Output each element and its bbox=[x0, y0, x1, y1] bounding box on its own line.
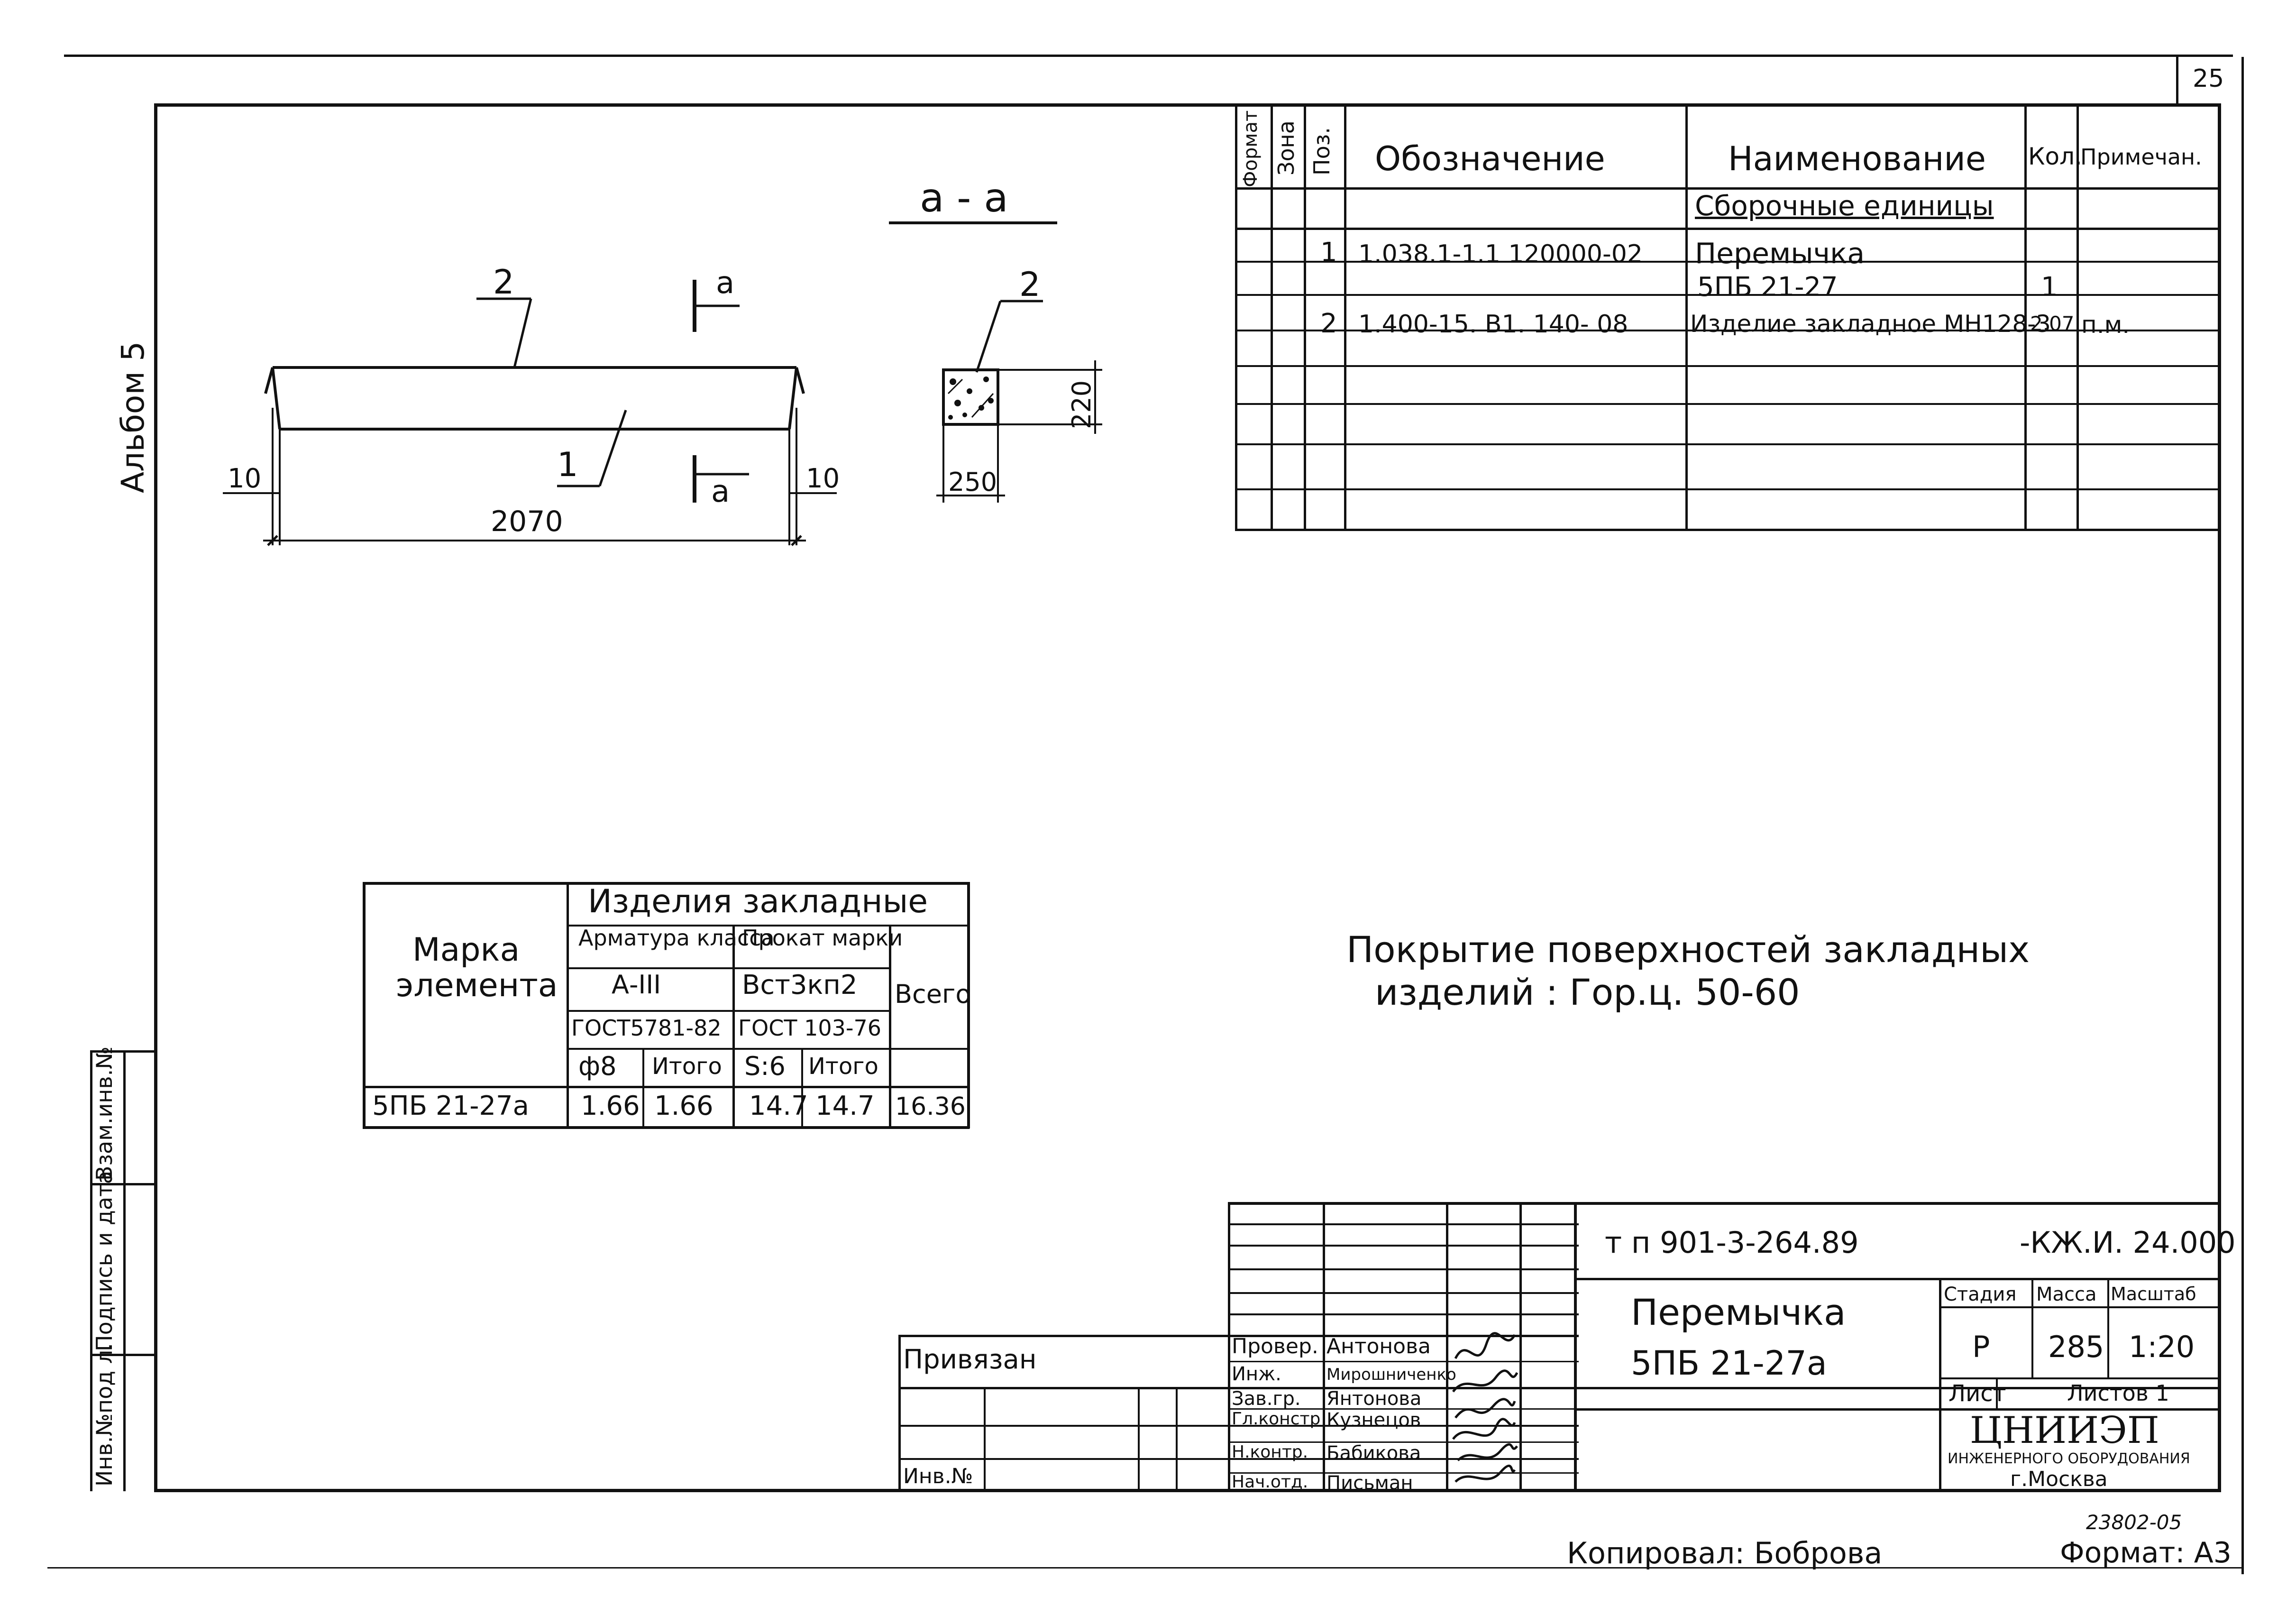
frame-right bbox=[2218, 103, 2221, 1492]
org-name: ЦНИИЭП bbox=[1970, 1409, 2159, 1452]
row-designation: 1.038.1-1.1 120000-02 bbox=[1358, 240, 1643, 268]
role-name: Мирошниченко bbox=[1326, 1365, 1456, 1384]
role-name: Письман bbox=[1326, 1472, 1413, 1494]
coating-note-line2: изделий : Гор.ц. 50-60 bbox=[1375, 971, 1800, 1013]
page-number: 25 bbox=[2193, 64, 2224, 93]
rolled-header: Прокат марки bbox=[742, 925, 903, 951]
row-name: Перемычка bbox=[1695, 237, 1865, 270]
frame-bottom bbox=[154, 1489, 2221, 1492]
doc-code-right: -КЖ.И. 24.000 bbox=[2020, 1225, 2236, 1260]
bound-label: Привязан bbox=[903, 1344, 1037, 1375]
sub-header: Итого bbox=[652, 1053, 722, 1080]
rebar-class: А-III bbox=[612, 970, 661, 1000]
callout-1: 1 bbox=[557, 445, 578, 484]
org-city: г.Москва bbox=[2010, 1467, 2108, 1491]
dim-right: 10 bbox=[806, 463, 840, 494]
row-name: 5ПБ 21-27 bbox=[1697, 272, 1838, 303]
rolled-grade: Вст3кп2 bbox=[742, 970, 858, 1000]
col-qty: Кол. bbox=[2028, 143, 2082, 170]
col-note: Примечан. bbox=[2080, 144, 2202, 170]
row-qty: 1 bbox=[2041, 272, 2058, 303]
callout-2: 2 bbox=[493, 263, 514, 302]
row-pos: 2 bbox=[1320, 308, 1337, 339]
title-line1: Перемычка bbox=[1631, 1291, 1846, 1333]
beam-drawing bbox=[223, 221, 1102, 546]
page-number-box bbox=[2176, 55, 2178, 106]
scale-label: Масштаб bbox=[2111, 1284, 2196, 1304]
stage-label: Стадия bbox=[1944, 1284, 2017, 1305]
col-pos: Поз. bbox=[1309, 127, 1335, 175]
row-designation: 1.400-15. В1. 140- 08 bbox=[1358, 310, 1628, 339]
total-header: Всего bbox=[895, 979, 971, 1009]
row-v4: 14.7 bbox=[815, 1091, 875, 1121]
coating-note-line1: Покрытие поверхностей закладных bbox=[1346, 928, 2030, 971]
frame-top bbox=[154, 103, 2221, 107]
sub-header: S:6 bbox=[744, 1051, 786, 1081]
col-name: Наименование bbox=[1728, 139, 1986, 178]
group-title: Изделия закладные bbox=[588, 883, 928, 920]
doc-code-left: т п 901-3-264.89 bbox=[1605, 1225, 1859, 1260]
copied-by: Копировал: Боброва bbox=[1567, 1536, 1883, 1570]
gost-rebar: ГОСТ5781-82 bbox=[571, 1015, 722, 1041]
role-name: Антонова bbox=[1326, 1334, 1431, 1358]
role-name: Кузнецов bbox=[1326, 1409, 1421, 1431]
role-label: Нач.отд. bbox=[1232, 1472, 1308, 1492]
scale-value: 1:20 bbox=[2129, 1330, 2195, 1364]
mass-value: 285 bbox=[2048, 1330, 2104, 1364]
sheet-label: Лист bbox=[1948, 1380, 2006, 1407]
bottom-trim-line bbox=[47, 1567, 2244, 1569]
cut-letter-bottom: а bbox=[711, 474, 730, 509]
row-v1: 1.66 bbox=[581, 1091, 640, 1121]
dim-left: 10 bbox=[228, 463, 262, 494]
inv-label: Инв.№ bbox=[903, 1464, 973, 1488]
role-label: Зав.гр. bbox=[1232, 1388, 1301, 1410]
role-label: Н.контр. bbox=[1232, 1442, 1308, 1462]
row-mark: 5ПБ 21-27а bbox=[372, 1091, 529, 1121]
stamp-inv-orig: Инв.№под л. bbox=[91, 1343, 117, 1486]
sheets-label: Листов 1 bbox=[2067, 1380, 2169, 1406]
mass-label: Масса bbox=[2036, 1284, 2097, 1305]
role-label: Гл.констр bbox=[1232, 1409, 1321, 1429]
row-total: 16.36 bbox=[895, 1092, 966, 1121]
dim-height: 220 bbox=[1067, 380, 1097, 429]
title-line2: 5ПБ 21-27а bbox=[1631, 1344, 1827, 1383]
role-name: Янтонова bbox=[1326, 1388, 1422, 1410]
callout-2-section: 2 bbox=[1019, 265, 1041, 304]
org-line2: ИНЖЕНЕРНОГО ОБОРУДОВАНИЯ bbox=[1948, 1450, 2190, 1467]
sub-header: Итого bbox=[808, 1053, 878, 1080]
col-designation: Обозначение bbox=[1375, 139, 1605, 178]
dim-width: 250 bbox=[948, 467, 997, 497]
row-note: п.м. bbox=[2081, 311, 2130, 339]
frame-left bbox=[154, 103, 157, 1492]
role-name: Бабикова bbox=[1326, 1442, 1421, 1464]
row-qty: 2.07 bbox=[2030, 312, 2075, 335]
row-pos: 1 bbox=[1320, 237, 1337, 268]
section-label: а - а bbox=[920, 174, 1008, 221]
mark-header-2: элемента bbox=[396, 967, 558, 1004]
stamp-replace-inv: Взам.инв.№ bbox=[91, 1046, 117, 1181]
row-name: Изделие закладное МН128-3 bbox=[1690, 310, 2051, 338]
role-label: Инж. bbox=[1232, 1363, 1281, 1385]
trim-right bbox=[2241, 57, 2244, 1574]
role-label: Провер. bbox=[1232, 1334, 1318, 1358]
stamp-sign-date: Подпись и дата bbox=[91, 1170, 117, 1351]
sub-header: ф8 bbox=[578, 1051, 617, 1081]
dim-length: 2070 bbox=[491, 505, 563, 538]
sheet-format: Формат: А3 bbox=[2060, 1536, 2232, 1569]
row-v3: 14.7 bbox=[749, 1091, 808, 1121]
mark-header-1: Марка bbox=[412, 931, 520, 969]
section-assembly-units: Сборочные единицы bbox=[1695, 190, 1994, 222]
rebar-header: Арматура класса bbox=[578, 925, 775, 951]
stage-value: Р bbox=[1972, 1330, 1990, 1364]
cut-letter-top: а bbox=[716, 266, 735, 301]
stamp-number: 23802-05 bbox=[2086, 1511, 2182, 1534]
gost-rolled: ГОСТ 103-76 bbox=[738, 1015, 882, 1041]
signatures bbox=[1452, 1332, 1518, 1483]
top-trim-line bbox=[64, 55, 2233, 57]
col-zone: Зона bbox=[1273, 120, 1299, 175]
col-format: Формат bbox=[1240, 110, 1262, 187]
row-v2: 1.66 bbox=[654, 1091, 713, 1121]
